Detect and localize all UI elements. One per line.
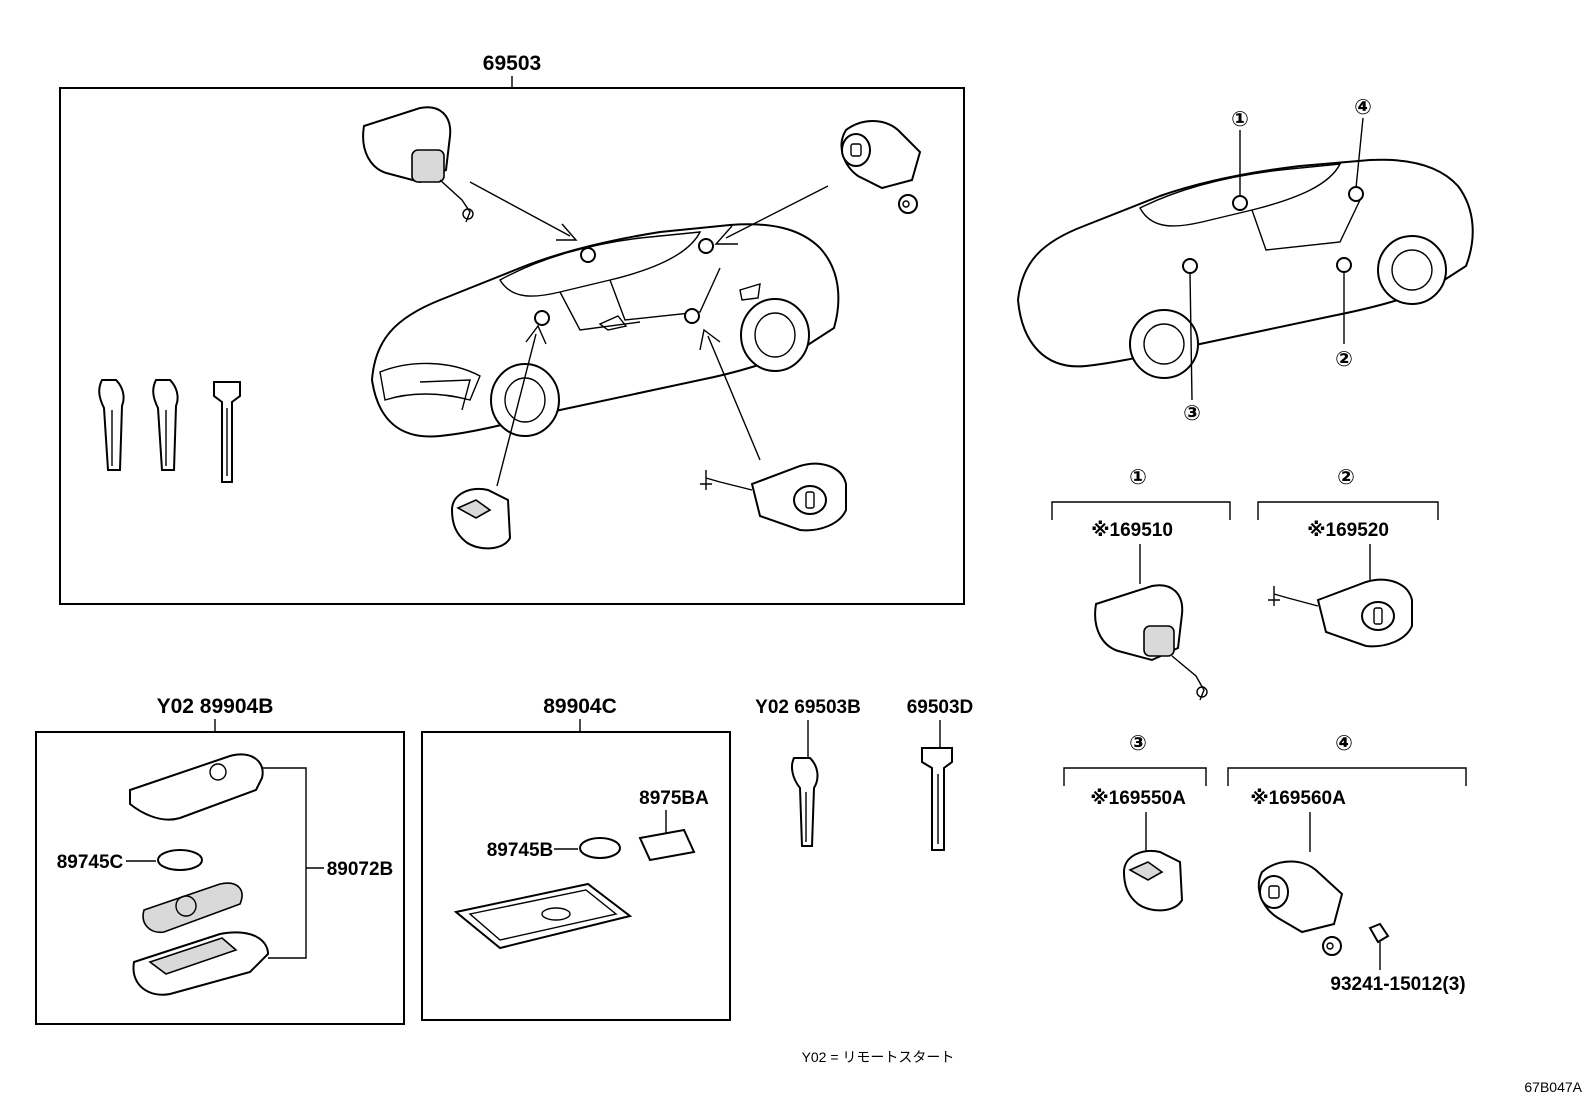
callout-4-top[interactable]: ④ bbox=[1354, 96, 1372, 119]
callout-3-section[interactable]: ③ bbox=[1129, 732, 1147, 755]
label-cylinder-1[interactable]: ※169510 bbox=[1091, 520, 1173, 541]
label-key-blank-b[interactable]: Y02 69503B bbox=[755, 697, 861, 718]
label-key-case[interactable]: 89072B bbox=[327, 859, 394, 880]
callout-markers: ① ④ ② ③ bbox=[1183, 96, 1372, 425]
main-arrows bbox=[469, 181, 829, 487]
label-remote-key-assy[interactable]: Y02 89904B bbox=[157, 695, 274, 718]
callout-car-illustration bbox=[1016, 158, 1474, 379]
label-cylinder-3[interactable]: ※169550A bbox=[1090, 788, 1186, 809]
callout-1-top[interactable]: ① bbox=[1231, 108, 1249, 131]
remote-key-assy-group: Y02 89904B 89745C 89072B bbox=[35, 695, 405, 1025]
figure-code: 67B047A bbox=[1524, 1079, 1582, 1095]
label-screw[interactable]: 93241-15012(3) bbox=[1330, 974, 1465, 995]
main-box-cylinders bbox=[362, 106, 922, 550]
label-key-blank-d[interactable]: 69503D bbox=[907, 697, 974, 718]
main-box-keys bbox=[98, 379, 241, 483]
remote-key-frame bbox=[35, 731, 405, 1025]
cylinder-4-group: ④ ※169560A 93241-15012(3) bbox=[1227, 732, 1467, 995]
key-blank-b-group: Y02 69503B bbox=[755, 697, 861, 847]
cylinder-3-group: ③ ※169550A bbox=[1063, 732, 1207, 912]
cylinder-1-group: ① ※169510 bbox=[1051, 466, 1231, 701]
cylinder-2-group: ② ※169520 bbox=[1257, 466, 1439, 648]
key-blank-d-group: 69503D bbox=[907, 697, 974, 851]
label-battery-c[interactable]: 89745C bbox=[57, 852, 124, 873]
callout-1-section[interactable]: ① bbox=[1129, 466, 1147, 489]
main-assembly-frame bbox=[59, 87, 965, 605]
main-car-illustration bbox=[370, 223, 840, 438]
card-key-frame bbox=[421, 731, 731, 1021]
main-assembly-group: 69503 bbox=[59, 52, 965, 605]
callout-2-section[interactable]: ② bbox=[1337, 466, 1355, 489]
label-cylinder-2[interactable]: ※169520 bbox=[1307, 520, 1389, 541]
callout-4-section[interactable]: ④ bbox=[1335, 732, 1353, 755]
label-battery-b[interactable]: 89745B bbox=[487, 840, 554, 861]
label-main-assembly[interactable]: 69503 bbox=[483, 52, 541, 75]
label-sheet[interactable]: 8975BA bbox=[639, 788, 709, 809]
callout-3-top[interactable]: ③ bbox=[1183, 402, 1201, 425]
callout-2-top[interactable]: ② bbox=[1335, 348, 1353, 371]
card-key-assy-group: 89904C 8975BA 89745B bbox=[421, 695, 731, 1021]
legend-y02: Y02 = リモートスタート bbox=[802, 1049, 955, 1065]
label-card-key-assy[interactable]: 89904C bbox=[543, 695, 617, 718]
label-cylinder-4[interactable]: ※169560A bbox=[1250, 788, 1346, 809]
